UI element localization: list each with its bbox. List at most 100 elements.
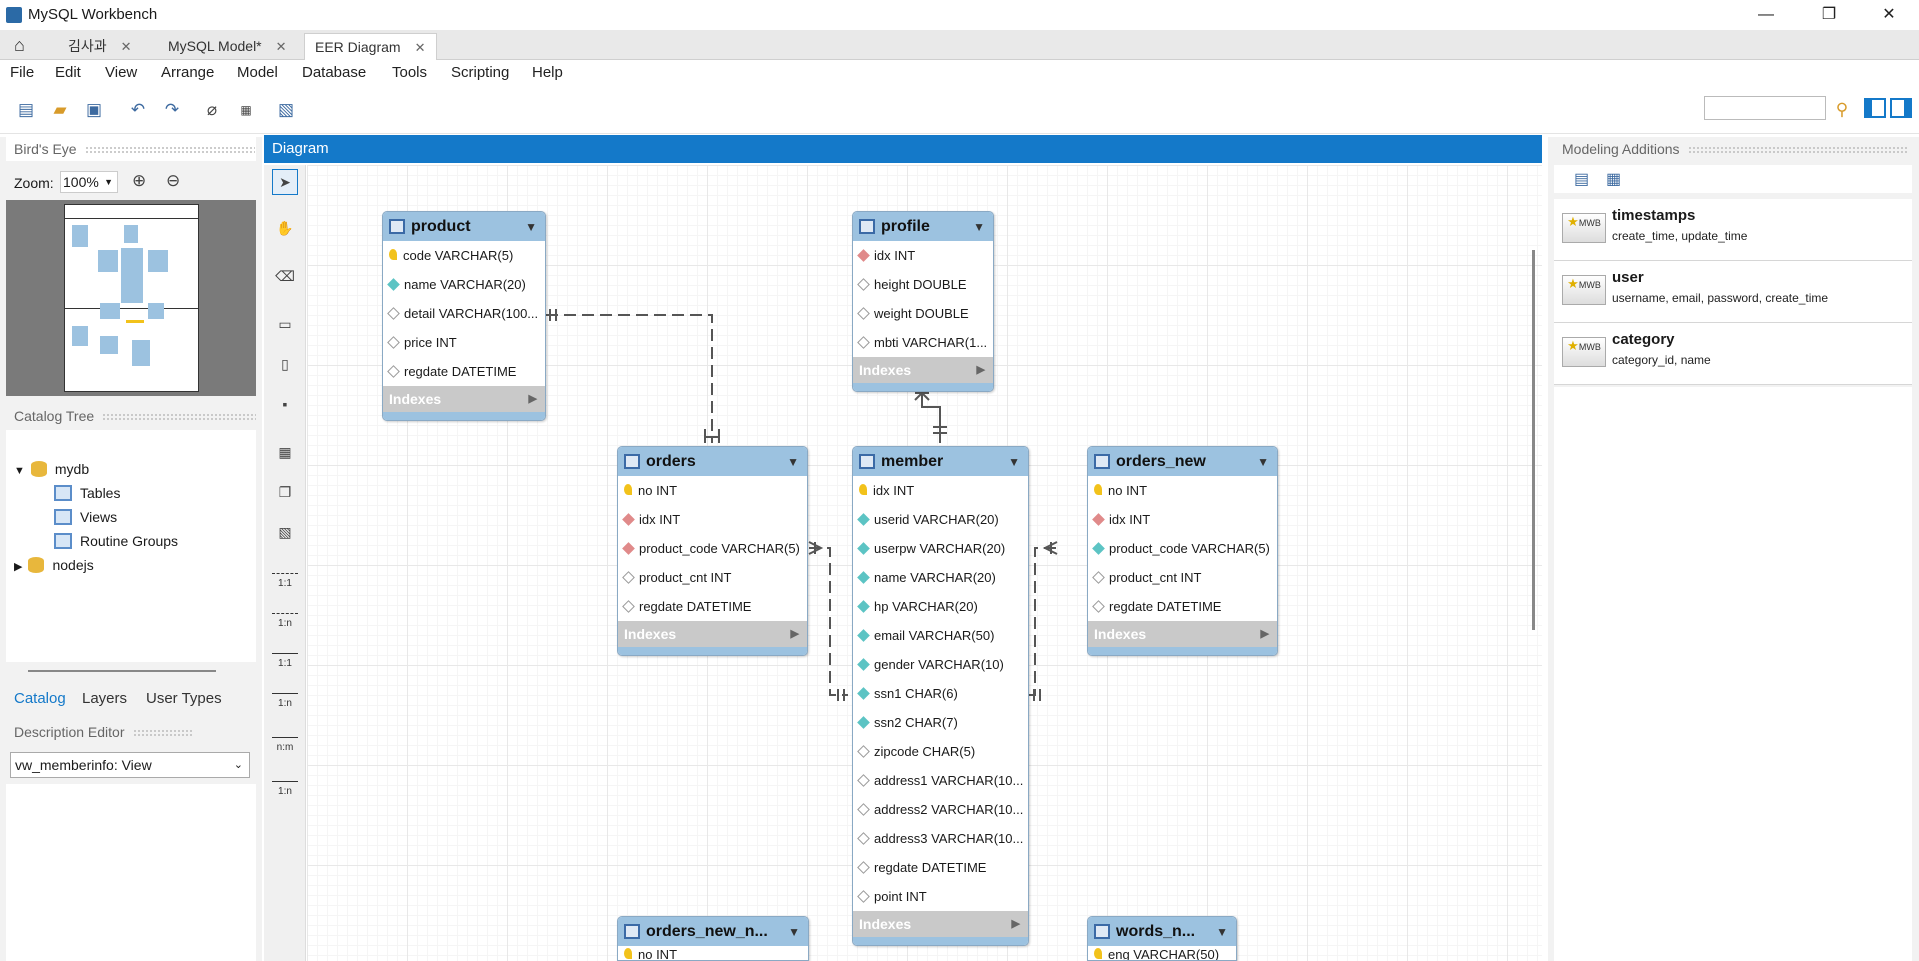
field-row[interactable]: userid VARCHAR(20) <box>853 505 1028 534</box>
search-input[interactable] <box>1704 96 1826 120</box>
table-tool-icon[interactable]: ▦ <box>278 443 292 460</box>
tree-item-views[interactable]: Views <box>54 506 117 528</box>
tab-eer-diagram[interactable]: EER Diagram✕ <box>304 33 437 60</box>
relation-1-n-identifying[interactable]: 1:n <box>268 693 302 709</box>
field-row[interactable]: zipcode CHAR(5) <box>853 737 1028 766</box>
table-template-icon[interactable]: ▦ <box>1606 171 1622 188</box>
tab-mysql-model[interactable]: MySQL Model*✕ <box>158 33 297 60</box>
entity-orders-new[interactable]: orders_new▼ no INT idx INT product_code … <box>1087 446 1278 656</box>
field-row[interactable]: price INT <box>383 328 545 357</box>
collapse-arrow-icon[interactable]: ▼ <box>525 219 537 234</box>
relation-1-n-non-identifying[interactable]: 1:n <box>268 613 302 629</box>
zoom-in-icon[interactable]: ⊕ <box>132 171 147 190</box>
menu-arrange[interactable]: Arrange <box>161 64 215 81</box>
indexes-section[interactable]: Indexes <box>853 911 1028 937</box>
field-row[interactable]: address3 VARCHAR(10... <box>853 824 1028 853</box>
field-row[interactable]: no INT <box>618 946 808 960</box>
entity-words-n[interactable]: words_n...▼ eng VARCHAR(50) <box>1087 916 1237 961</box>
indexes-section[interactable]: Indexes <box>853 357 993 383</box>
horizontal-scrollbar[interactable] <box>28 670 216 672</box>
relation-1-n-existing-columns[interactable]: 1:n <box>268 781 302 797</box>
field-row[interactable]: gender VARCHAR(10) <box>853 650 1028 679</box>
tree-item-tables[interactable]: Tables <box>54 482 120 504</box>
relation-1-1-identifying[interactable]: 1:1 <box>268 573 302 589</box>
addition-timestamps[interactable]: ★MWB timestamps create_time, update_time <box>1554 199 1912 261</box>
relation-1-1-non-identifying[interactable]: 1:1 <box>268 653 302 669</box>
field-row[interactable]: height DOUBLE <box>853 270 993 299</box>
close-button[interactable]: ✕ <box>1882 6 1896 23</box>
layer-tool-icon[interactable]: ▭ <box>278 315 292 332</box>
collapse-arrow-icon[interactable]: ▼ <box>1008 454 1020 469</box>
open-folder-icon[interactable]: ▰ <box>53 100 67 119</box>
field-row[interactable]: ssn2 CHAR(7) <box>853 708 1028 737</box>
entity-header[interactable]: product▼ <box>383 212 545 241</box>
entity-header[interactable]: orders_new▼ <box>1088 447 1277 476</box>
tree-item-routine-groups[interactable]: Routine Groups <box>54 530 178 552</box>
image-tool-icon[interactable]: ▪ <box>282 396 288 412</box>
toggle-grid-icon[interactable]: ⌀ <box>206 100 218 119</box>
field-row[interactable]: product_cnt INT <box>1088 563 1277 592</box>
entity-header[interactable]: member▼ <box>853 447 1028 476</box>
field-row[interactable]: no INT <box>618 476 807 505</box>
field-row[interactable]: idx INT <box>618 505 807 534</box>
entity-header[interactable]: orders▼ <box>618 447 807 476</box>
note-tool-icon[interactable]: ▯ <box>281 355 289 372</box>
minimize-button[interactable]: — <box>1758 6 1774 23</box>
tab-layers[interactable]: Layers <box>82 690 128 707</box>
tab-close-icon[interactable]: ✕ <box>120 39 132 54</box>
align-grid-icon[interactable]: ▦ <box>240 103 252 117</box>
indexes-section[interactable]: Indexes <box>1088 621 1277 647</box>
field-row[interactable]: ssn1 CHAR(6) <box>853 679 1028 708</box>
field-row[interactable]: product_code VARCHAR(5) <box>1088 534 1277 563</box>
collapse-arrow-icon[interactable]: ▼ <box>1216 924 1228 939</box>
collapse-arrow-icon[interactable]: ▼ <box>1257 454 1269 469</box>
menu-model[interactable]: Model <box>237 64 278 81</box>
menu-scripting[interactable]: Scripting <box>451 64 510 81</box>
collapse-arrow-icon[interactable]: ▼ <box>973 219 985 234</box>
tab-close-icon[interactable]: ✕ <box>275 39 287 54</box>
field-row[interactable]: eng VARCHAR(50) <box>1088 946 1236 960</box>
birds-eye-minimap[interactable] <box>6 200 256 396</box>
relation-n-m[interactable]: n:m <box>268 737 302 753</box>
field-row[interactable]: idx INT <box>853 241 993 270</box>
import-addition-icon[interactable]: ▤ <box>1574 171 1590 188</box>
addition-category[interactable]: ★MWB category category_id, name <box>1554 323 1912 385</box>
field-row[interactable]: regdate DATETIME <box>853 853 1028 882</box>
menu-tools[interactable]: Tools <box>392 64 428 81</box>
tab-catalog[interactable]: Catalog <box>14 690 66 707</box>
menu-help[interactable]: Help <box>532 64 563 81</box>
toggle-sidebar-icon[interactable] <box>1864 98 1886 118</box>
redo-icon[interactable]: ↷ <box>164 100 180 119</box>
field-row[interactable]: idx INT <box>1088 505 1277 534</box>
collapse-arrow-icon[interactable]: ▼ <box>788 924 800 939</box>
view-tool-icon[interactable]: ❐ <box>278 483 292 500</box>
undo-icon[interactable]: ↶ <box>130 100 146 119</box>
menu-view[interactable]: View <box>105 64 138 81</box>
select-tool-icon[interactable]: ➤ <box>272 169 298 195</box>
indexes-section[interactable]: Indexes <box>383 386 545 412</box>
zoom-out-icon[interactable]: ⊖ <box>166 171 181 190</box>
restore-button[interactable]: ❐ <box>1821 6 1837 23</box>
entity-orders[interactable]: orders▼ no INT idx INT product_code VARC… <box>617 446 808 656</box>
description-object-select[interactable]: vw_memberinfo: View⌄ <box>10 752 250 778</box>
field-row[interactable]: mbti VARCHAR(1... <box>853 328 993 357</box>
hand-tool-icon[interactable]: ✋ <box>276 219 294 236</box>
menu-edit[interactable]: Edit <box>55 64 81 81</box>
field-row[interactable]: regdate DATETIME <box>383 357 545 386</box>
toggle-secondary-sidebar-icon[interactable] <box>1890 98 1912 118</box>
canvas-vertical-scrollbar[interactable] <box>1532 250 1535 630</box>
eraser-tool-icon[interactable]: ⌫ <box>275 267 295 284</box>
field-row[interactable]: no INT <box>1088 476 1277 505</box>
tab-user-types[interactable]: User Types <box>146 690 222 707</box>
field-row[interactable]: detail VARCHAR(100... <box>383 299 545 328</box>
entity-header[interactable]: words_n...▼ <box>1088 917 1236 946</box>
field-row[interactable]: point INT <box>853 882 1028 911</box>
addition-user[interactable]: ★MWB user username, email, password, cre… <box>1554 261 1912 323</box>
entity-header[interactable]: orders_new_n...▼ <box>618 917 808 946</box>
entity-header[interactable]: profile▼ <box>853 212 993 241</box>
indexes-section[interactable]: Indexes <box>618 621 807 647</box>
field-row[interactable]: product_cnt INT <box>618 563 807 592</box>
field-row[interactable]: weight DOUBLE <box>853 299 993 328</box>
entity-member[interactable]: member▼ idx INT userid VARCHAR(20) userp… <box>852 446 1029 946</box>
menu-file[interactable]: File <box>10 64 35 81</box>
